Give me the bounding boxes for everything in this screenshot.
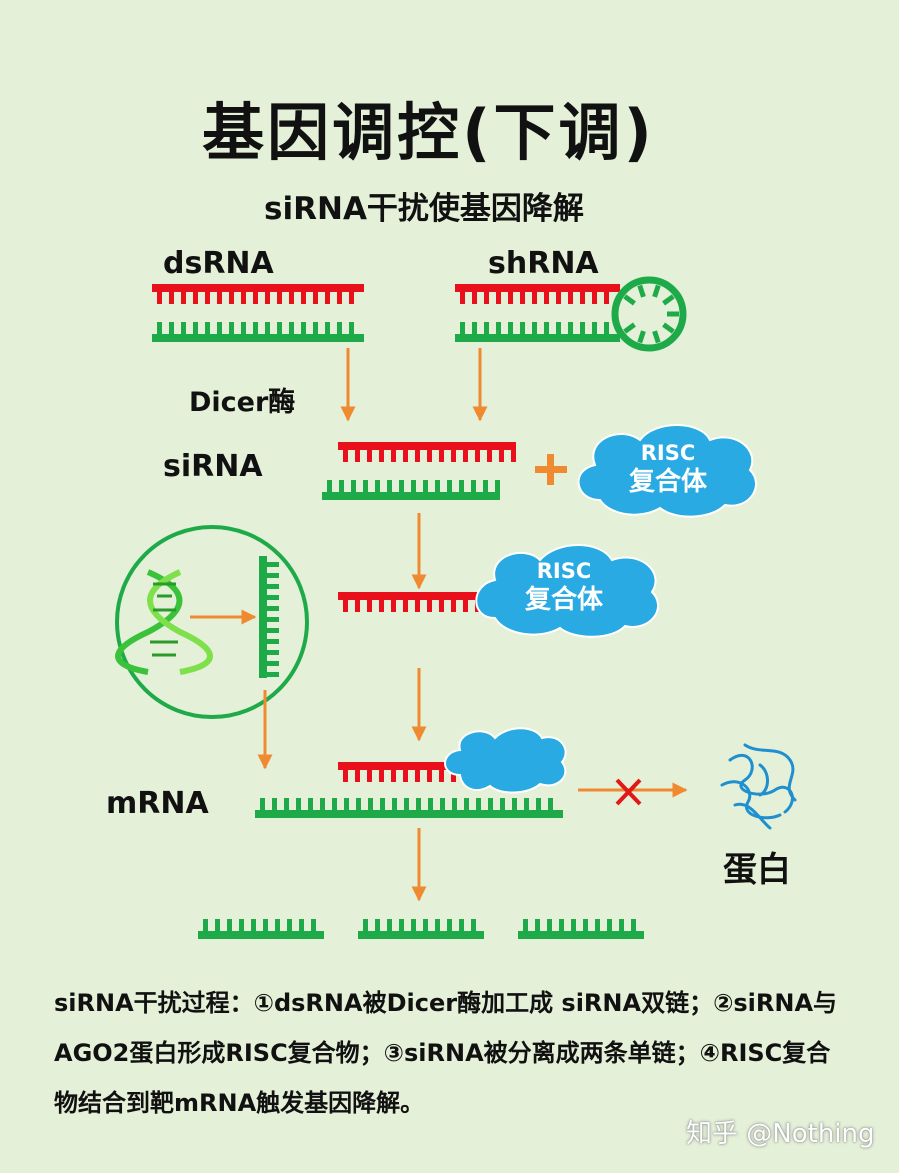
risc-loaded-cloud-label: RISC 复合体 xyxy=(494,558,634,617)
shrna-green-strand xyxy=(455,322,620,342)
shrna-loop-ticks xyxy=(623,284,679,344)
plus-icon xyxy=(535,454,567,485)
transcribed-mrna-strand xyxy=(259,556,279,678)
target-mrna-strand xyxy=(255,798,563,818)
risc-loaded-cloud-line2: 复合体 xyxy=(524,585,603,616)
mrna-fragment xyxy=(358,919,484,939)
shrna-hairpin xyxy=(455,276,687,352)
protein-icon xyxy=(720,743,797,830)
mrna-fragment xyxy=(518,919,644,939)
label-shrna: shRNA xyxy=(488,246,599,281)
dsrna-green-strand xyxy=(152,322,364,342)
blocked-x-icon xyxy=(615,778,642,806)
sirna-red-strand xyxy=(338,442,516,462)
risc-cloud-line2: 复合体 xyxy=(628,467,707,498)
dna-transcription-circle xyxy=(115,525,309,719)
risc-cloud-label: RISC 复合体 xyxy=(598,440,738,499)
dsrna-red-strand xyxy=(152,284,364,304)
risc-loaded-cloud-icon xyxy=(475,544,659,638)
label-protein: 蛋白 xyxy=(723,850,791,890)
label-mrna: mRNA xyxy=(106,786,209,821)
label-dicer: Dicer酶 xyxy=(189,387,296,418)
page-title: 基因调控(下调) xyxy=(202,96,655,169)
risc-cloud-icon xyxy=(577,424,757,518)
dsrna-double-strand xyxy=(152,284,364,342)
page-subtitle: siRNA干扰使基因降解 xyxy=(264,191,584,227)
label-sirna: siRNA xyxy=(163,449,263,484)
watermark: 知乎 @Nothing xyxy=(686,1119,875,1149)
label-dsrna: dsRNA xyxy=(163,246,274,281)
process-caption: siRNA干扰过程：①dsRNA被Dicer酶加工成 siRNA双链；②siRN… xyxy=(54,989,838,1117)
dna-circle xyxy=(115,525,309,719)
shrna-red-strand xyxy=(455,284,620,304)
mrna-fragment xyxy=(198,919,324,939)
sirna-duplex xyxy=(322,442,516,500)
risc-loaded-cloud-line1: RISC xyxy=(536,559,592,583)
sirna-green-strand xyxy=(322,480,500,500)
dna-helix-icon xyxy=(115,569,213,675)
risc-cloud-line1: RISC xyxy=(640,441,696,465)
risc-bound-cloud-icon xyxy=(444,727,567,794)
guide-strand xyxy=(338,592,498,612)
shrna-loop xyxy=(611,276,687,352)
